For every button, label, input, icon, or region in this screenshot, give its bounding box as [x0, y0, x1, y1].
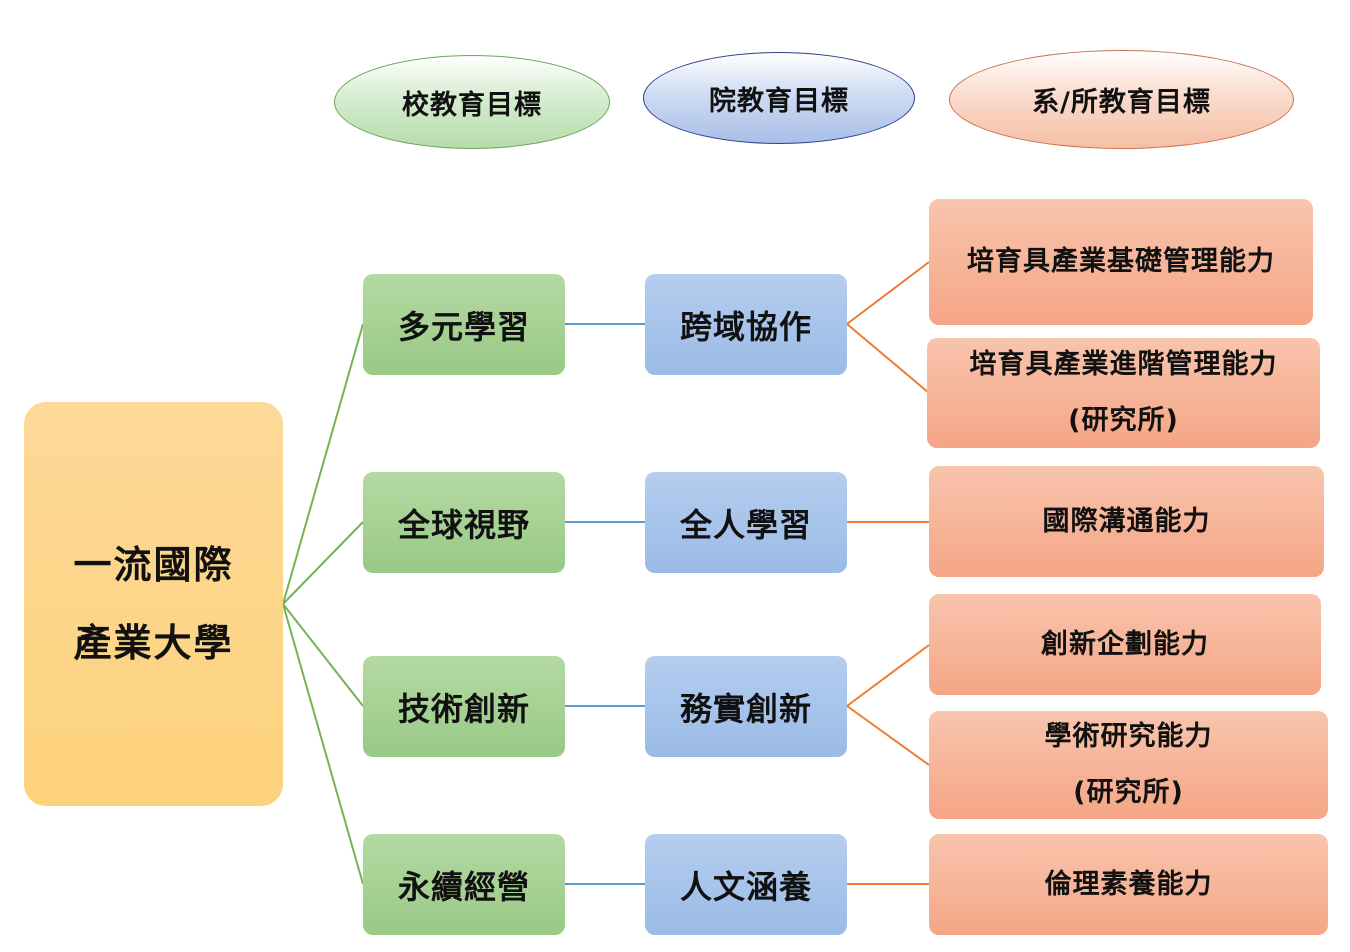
school-goal-node: 全球視野 [363, 472, 565, 573]
connector-root-to-school-3 [282, 603, 364, 707]
college-goal-label: 跨域協作 [679, 307, 812, 346]
school-goal-node: 永續經營 [363, 834, 565, 935]
school-goal-label: 多元學習 [397, 307, 530, 346]
college-goal-node: 跨域協作 [645, 274, 847, 375]
department-goals-header: 系/所教育目標 [949, 50, 1294, 149]
root-node-line2: 產業大學 [73, 621, 234, 665]
college-goal-node: 全人學習 [645, 472, 847, 573]
connector-root-to-school-4 [282, 603, 364, 885]
department-goal-label: 創新企劃能力 [1041, 628, 1209, 660]
college-goal-node: 人文涵養 [645, 834, 847, 935]
college-goal-label: 全人學習 [679, 505, 812, 544]
department-goal-label: 國際溝通能力 [1042, 505, 1211, 537]
connector-college-to-dept-4 [846, 644, 930, 707]
department-goal-label: 學術研究能力 [1044, 721, 1213, 752]
school-goal-label: 全球視野 [397, 505, 530, 544]
school-goal-label: 永續經營 [397, 867, 530, 906]
department-goal-node: 國際溝通能力 [929, 466, 1324, 577]
school-goal-label: 技術創新 [397, 689, 530, 728]
college-goal-label: 人文涵養 [679, 867, 812, 906]
school-goals-header: 校教育目標 [334, 55, 610, 149]
department-goal-label: 培育具產業基礎管理能力 [967, 246, 1275, 277]
school-goals-header-label: 校教育目標 [402, 89, 542, 121]
department-goals-header-label: 系/所教育目標 [1032, 87, 1211, 118]
department-goal-label: 培育具產業進階管理能力 [969, 349, 1278, 380]
college-goals-header-label: 院教育目標 [709, 85, 849, 117]
department-goal-note: (研究所) [1073, 777, 1184, 808]
department-goal-node: 創新企劃能力 [929, 594, 1321, 695]
college-goals-header: 院教育目標 [643, 52, 915, 144]
root-node-line1: 一流國際 [73, 543, 234, 587]
connector-college-to-dept-1 [846, 261, 930, 325]
connector-college-to-dept-2 [846, 323, 930, 394]
department-goal-node: 培育具產業進階管理能力 (研究所) [927, 338, 1320, 448]
college-goal-node: 務實創新 [645, 656, 847, 757]
department-goal-note: (研究所) [1068, 405, 1179, 436]
department-goal-node: 培育具產業基礎管理能力 [929, 199, 1313, 325]
school-goal-node: 多元學習 [363, 274, 565, 375]
department-goal-node: 倫理素養能力 [929, 834, 1328, 935]
connector-root-to-school-2 [282, 521, 364, 605]
college-goal-label: 務實創新 [679, 689, 812, 728]
root-node: 一流國際 產業大學 [24, 402, 283, 806]
connector-root-to-school-1 [282, 323, 364, 605]
department-goal-label: 倫理素養能力 [1044, 868, 1213, 900]
connector-college-to-dept-5 [846, 705, 930, 766]
school-goal-node: 技術創新 [363, 656, 565, 757]
department-goal-node: 學術研究能力 (研究所) [929, 711, 1328, 819]
